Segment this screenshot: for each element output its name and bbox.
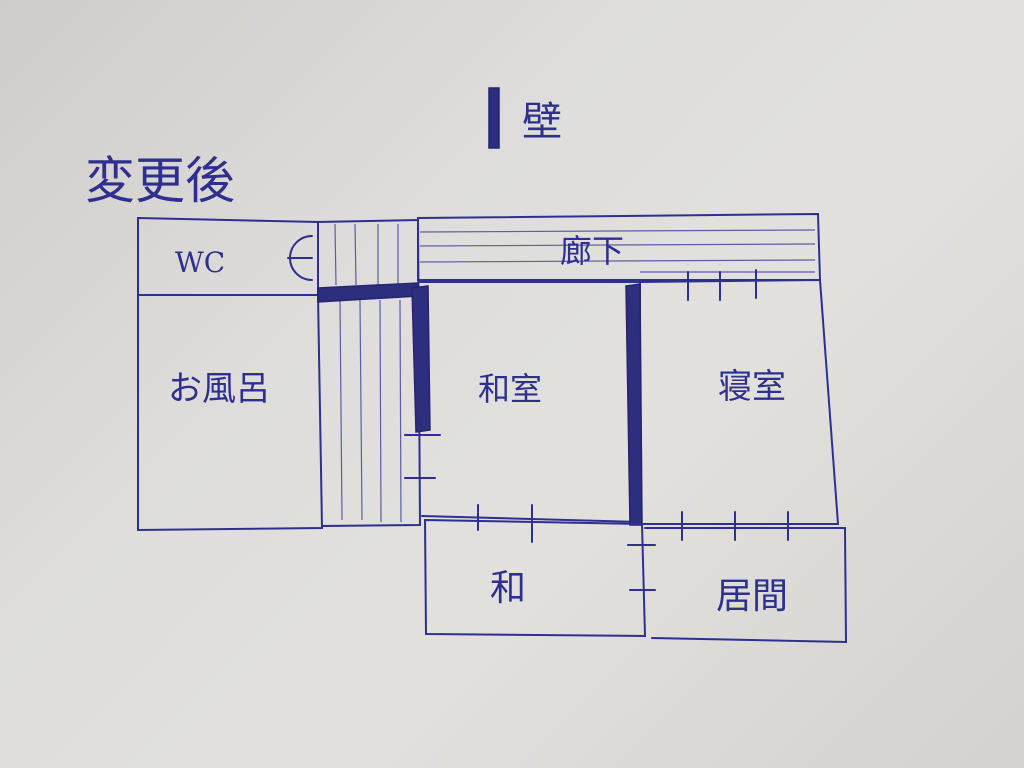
legend-wall-label: 壁 (522, 99, 562, 145)
room-label-living: 居間 (716, 576, 788, 617)
room-washitsu: 和室 (404, 281, 641, 543)
room-living: 居間 (644, 527, 848, 644)
room-label-wa: 和 (490, 568, 526, 609)
room-label-corridor: 廊下 (560, 232, 624, 270)
wall-segment (625, 283, 643, 526)
room-wc: WC (137, 216, 319, 296)
room-corridor: 廊下 (417, 212, 822, 281)
room-label-bath: お風呂 (168, 369, 270, 409)
title-text: 変更後 (85, 152, 235, 210)
room-bath: お風呂 (137, 294, 324, 532)
room-label-washitsu: 和室 (478, 370, 542, 408)
room-label-bedroom: 寝室 (718, 367, 786, 407)
room-wa: 和 (423, 518, 656, 638)
hallway (315, 218, 422, 527)
room-label-wc: WC (175, 246, 225, 279)
room-bedroom: 寝室 (625, 269, 840, 541)
wall-segment (411, 285, 431, 433)
legend-wall-swatch (488, 87, 500, 149)
wall-segment (317, 282, 419, 303)
